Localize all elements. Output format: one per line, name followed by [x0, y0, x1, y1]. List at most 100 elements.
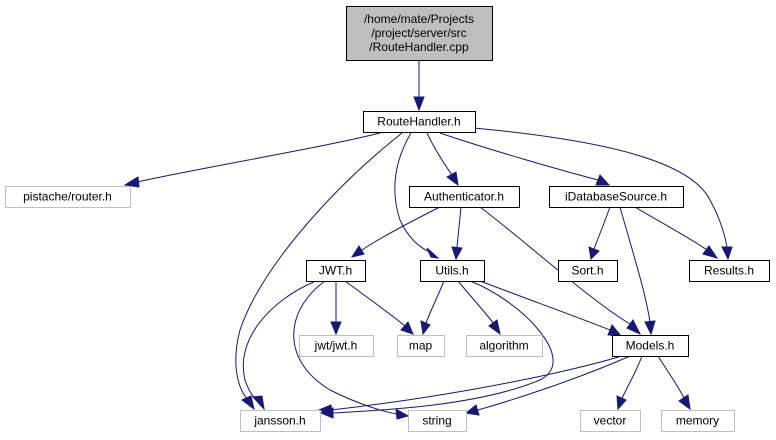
edge-routehandler-to-jansson: [235, 132, 403, 411]
arrowhead: [644, 320, 656, 336]
edge-root-to-routehandler: [413, 61, 425, 112]
edge-models-to-string: [464, 355, 631, 416]
arrowhead: [330, 321, 342, 336]
node-label: JWT.h: [319, 264, 352, 278]
arrowhead: [400, 321, 414, 335]
edge-line: [456, 206, 462, 248]
edge-models-to-vector: [616, 355, 643, 411]
node-box: [397, 335, 445, 357]
node-box: [409, 186, 520, 208]
arrowhead: [350, 245, 365, 258]
node-box: [580, 410, 641, 432]
edge-line: [473, 127, 728, 249]
edge-line: [344, 280, 406, 327]
node-box: [661, 410, 735, 432]
edge-line: [657, 355, 685, 399]
arrowhead: [451, 246, 463, 261]
node-sort[interactable]: Sort.h: [558, 260, 618, 282]
edge-line: [242, 280, 317, 401]
node-label: string: [422, 414, 451, 428]
arrowhead: [721, 246, 733, 261]
node-string: string: [408, 410, 467, 432]
node-vector: vector: [580, 410, 641, 432]
node-box: [240, 410, 321, 432]
node-label: Authenticator.h: [424, 190, 504, 204]
nodes-layer: /home/mate/Projects/project/server/src/R…: [5, 6, 770, 432]
arrowhead: [317, 404, 333, 416]
edge-authenticator-to-jwt: [350, 206, 441, 258]
node-label: Utils.h: [435, 264, 468, 278]
edge-line: [621, 355, 643, 399]
node-jansson: jansson.h: [240, 410, 321, 432]
edge-idatabase-to-results: [634, 206, 719, 259]
arrowhead: [395, 408, 410, 420]
edge-models-to-memory: [657, 355, 691, 411]
node-box: [299, 335, 374, 357]
edge-utils-to-map: [420, 280, 445, 336]
edge-line: [634, 206, 708, 251]
node-box: [612, 335, 689, 357]
node-models[interactable]: Models.h: [612, 335, 689, 357]
node-idatabase[interactable]: iDatabaseSource.h: [549, 186, 684, 208]
edge-routehandler-to-idatabase: [439, 132, 611, 186]
node-label: iDatabaseSource.h: [565, 190, 667, 204]
node-label: Sort.h: [571, 264, 603, 278]
node-box: [689, 260, 770, 282]
arrowhead: [626, 319, 642, 336]
node-jwt[interactable]: JWT.h: [306, 260, 366, 282]
edge-jwt-to-jansson: [242, 280, 317, 411]
edge-line: [235, 132, 403, 400]
node-label: jwt/jwt.h: [314, 339, 358, 353]
node-routehandler[interactable]: RouteHandler.h: [363, 111, 476, 133]
node-label: map: [409, 339, 433, 353]
node-label: Models.h: [626, 339, 675, 353]
node-authenticator[interactable]: Authenticator.h: [409, 186, 520, 208]
node-label: pistache/router.h: [23, 190, 112, 204]
arrowhead: [420, 320, 431, 336]
node-map: map: [397, 335, 445, 357]
edge-authenticator-to-utils: [451, 206, 463, 261]
arrowhead: [426, 247, 440, 259]
node-box: [363, 111, 476, 133]
arrowhead: [446, 171, 459, 187]
node-label: algorithm: [479, 339, 528, 353]
node-label: jansson.h: [253, 414, 305, 428]
edge-jwt-to-jwtjwt: [330, 281, 342, 336]
edge-line: [479, 280, 611, 331]
node-results[interactable]: Results.h: [689, 260, 770, 282]
node-label: memory: [676, 414, 719, 428]
edge-line: [425, 280, 445, 324]
node-label: RouteHandler.h: [377, 115, 460, 129]
edge-idatabase-to-models: [619, 206, 656, 336]
node-box: [466, 335, 543, 357]
edge-line: [394, 132, 431, 253]
edge-line: [136, 132, 381, 183]
node-box: [549, 186, 684, 208]
edge-jwt-to-map: [344, 280, 414, 335]
arrowhead: [595, 174, 611, 186]
node-pistache: pistache/router.h: [5, 186, 131, 208]
edge-line: [619, 206, 651, 323]
node-box: [5, 186, 131, 208]
edge-routehandler-to-utils: [394, 132, 440, 259]
edge-models-to-jansson: [317, 355, 623, 416]
node-algorithm: algorithm: [466, 335, 543, 357]
arrowhead: [413, 96, 425, 112]
edge-line: [361, 206, 441, 251]
node-root[interactable]: /home/mate/Projects/project/server/src/R…: [346, 6, 493, 61]
edge-line: [426, 132, 453, 176]
edge-line: [477, 355, 631, 411]
node-label: /RouteHandler.cpp: [369, 40, 469, 54]
edge-line: [332, 280, 554, 414]
node-utils[interactable]: Utils.h: [420, 260, 485, 282]
arrowhead: [616, 395, 627, 411]
arrowhead: [123, 176, 140, 188]
arrowhead: [251, 395, 265, 411]
node-box: [558, 260, 618, 282]
node-label: Results.h: [704, 264, 754, 278]
node-box: [408, 410, 467, 432]
edge-idatabase-to-sort: [588, 206, 611, 261]
edge-line: [593, 206, 611, 250]
